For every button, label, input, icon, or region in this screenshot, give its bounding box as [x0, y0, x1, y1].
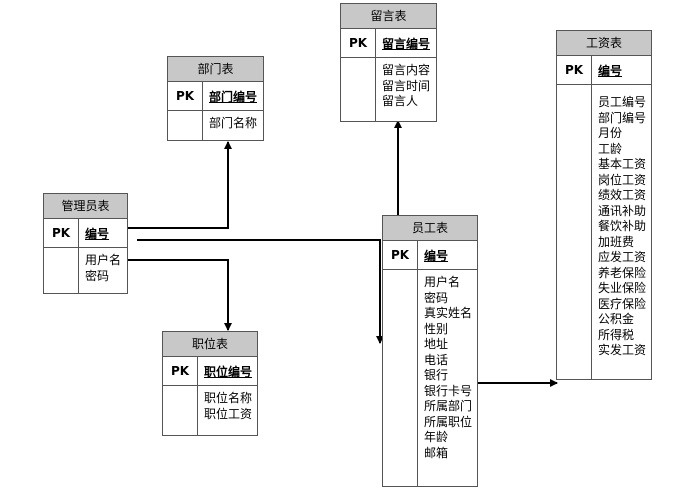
fields-section: 留言内容 留言时间 留言人 [341, 58, 436, 121]
field-list: 员工编号 部门编号 月份 工龄 基本工资 岗位工资 绩效工资 通讯补助 餐饮补助… [592, 85, 651, 379]
connector-admin-to-position [128, 259, 232, 331]
field-item: 部门名称 [209, 116, 258, 130]
field-item: 餐饮补助 [598, 219, 647, 233]
table-title: 留言表 [341, 4, 436, 29]
field-item: 医疗保险 [598, 296, 647, 311]
pk-row: PK 编号 [44, 219, 127, 248]
field-item: 用户名 [85, 253, 122, 267]
pk-row: PK 编号 [383, 241, 477, 270]
field-item: 工龄 [598, 141, 623, 156]
connector-admin-to-employee [137, 239, 384, 344]
field-list: 部门名称 [203, 111, 263, 140]
salary-table: 工资表 PK 编号 员工编号 部门编号 月份 工龄 基本工资 岗位工资 绩效工资… [556, 30, 652, 380]
field-item: 绩效工资 [598, 188, 647, 202]
pk-field: 编号 [598, 63, 623, 78]
position-table: 职位表 PK 职位编号 职位名称 职位工资 [162, 331, 258, 436]
field-item: 银行 [424, 368, 449, 382]
field-item: 职位工资 [204, 406, 253, 421]
field-item: 养老保险 [598, 265, 647, 280]
employee-table: 员工表 PK 编号 用户名 密码 真实姓名 性别 地址 电话 银行 银行卡号 所… [382, 215, 478, 487]
table-title: 工资表 [557, 31, 651, 56]
field-item: 实发工资 [598, 343, 647, 357]
field-item: 地址 [424, 337, 449, 351]
field-item: 所属部门 [424, 399, 473, 413]
pk-row: PK 职位编号 [163, 357, 257, 386]
department-table: 部门表 PK 部门编号 部门名称 [167, 56, 264, 141]
table-title: 部门表 [168, 57, 263, 82]
pk-row: PK 留言编号 [341, 29, 436, 58]
pk-row: PK 部门编号 [168, 82, 263, 111]
pk-field: 编号 [424, 248, 449, 263]
fields-section: 职位名称 职位工资 [163, 386, 257, 435]
field-item: 所得税 [598, 327, 635, 342]
pk-label: PK [383, 241, 418, 269]
connector-admin-to-department [128, 141, 232, 229]
pk-label: PK [168, 82, 203, 110]
message-table: 留言表 PK 留言编号 留言内容 留言时间 留言人 [340, 3, 437, 122]
table-title: 员工表 [383, 216, 477, 241]
pk-label: PK [44, 219, 79, 247]
field-item: 性别 [424, 321, 449, 336]
pk-field: 职位编号 [204, 364, 253, 379]
field-item: 邮箱 [424, 445, 449, 460]
field-item: 所属职位 [424, 414, 473, 429]
field-item: 部门编号 [598, 110, 647, 125]
pk-label: PK [557, 56, 592, 84]
field-list: 职位名称 职位工资 [198, 386, 257, 435]
pk-label: PK [341, 29, 376, 57]
field-item: 银行卡号 [424, 383, 473, 398]
field-item: 应发工资 [598, 250, 647, 264]
pk-field: 留言编号 [382, 36, 431, 51]
field-item: 留言人 [382, 94, 419, 108]
field-item: 基本工资 [598, 157, 647, 171]
table-title: 管理员表 [44, 194, 127, 219]
field-item: 留言时间 [382, 78, 431, 93]
table-title: 职位表 [163, 332, 257, 357]
field-item: 电话 [424, 352, 449, 367]
field-list: 留言内容 留言时间 留言人 [376, 58, 436, 121]
fields-section: 用户名 密码 [44, 248, 127, 293]
field-item: 密码 [85, 268, 110, 283]
field-item: 用户名 [424, 275, 461, 289]
field-item: 通讯补助 [598, 203, 647, 218]
pk-label: PK [163, 357, 198, 385]
field-list: 用户名 密码 [79, 248, 127, 293]
field-item: 留言内容 [382, 63, 431, 77]
pk-row: PK 编号 [557, 56, 651, 85]
fields-section: 用户名 密码 真实姓名 性别 地址 电话 银行 银行卡号 所属部门 所属职位 年… [383, 270, 477, 486]
field-item: 职位名称 [204, 391, 253, 405]
admin-table: 管理员表 PK 编号 用户名 密码 [43, 193, 128, 294]
pk-field: 编号 [85, 226, 110, 241]
field-item: 员工编号 [598, 95, 647, 109]
field-item: 加班费 [598, 234, 635, 249]
field-item: 月份 [598, 126, 623, 140]
field-list: 用户名 密码 真实姓名 性别 地址 电话 银行 银行卡号 所属部门 所属职位 年… [418, 270, 477, 486]
field-item: 失业保险 [598, 281, 647, 295]
field-item: 岗位工资 [598, 172, 647, 187]
field-item: 真实姓名 [424, 306, 473, 320]
field-item: 公积金 [598, 312, 635, 326]
fields-section: 部门名称 [168, 111, 263, 140]
field-item: 年龄 [424, 430, 449, 444]
pk-field: 部门编号 [209, 89, 258, 104]
fields-section: 员工编号 部门编号 月份 工龄 基本工资 岗位工资 绩效工资 通讯补助 餐饮补助… [557, 85, 651, 379]
field-item: 密码 [424, 290, 449, 305]
